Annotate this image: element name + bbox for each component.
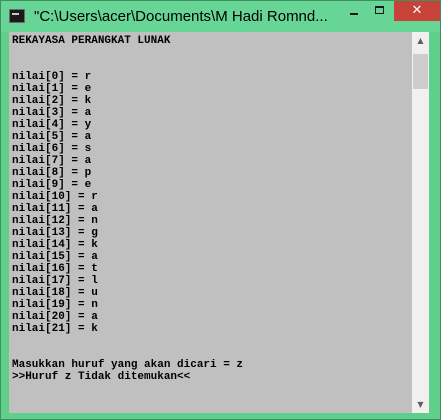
console-line: nilai[19] = n [12, 299, 98, 311]
console-line: nilai[15] = a [12, 251, 98, 263]
close-icon: ✕ [411, 3, 423, 18]
minimize-icon [350, 13, 358, 15]
window-bottom-frame [1, 413, 440, 419]
console-line: nilai[5] = a [12, 131, 92, 143]
console-line [12, 47, 243, 59]
console-line: Masukkan huruf yang akan dicari = z [12, 359, 244, 371]
vertical-scrollbar[interactable]: ▲ ▼ [412, 32, 429, 413]
window-title: "C:\Users\acer\Documents\M Hadi Romnd... [34, 8, 328, 25]
console-line: nilai[21] = k [12, 323, 98, 335]
console-line: nilai[11] = a [12, 203, 98, 215]
console-line: nilai[13] = g [12, 227, 98, 239]
console-line: nilai[20] = a [12, 311, 98, 323]
console-line: nilai[4] = y [12, 119, 92, 131]
scrollbar-thumb[interactable] [413, 54, 428, 89]
console-line: nilai[16] = t [12, 263, 98, 275]
console-line: nilai[3] = a [12, 107, 92, 119]
console-line: nilai[8] = p [12, 167, 92, 179]
maximize-button[interactable] [367, 1, 394, 21]
console-line: nilai[18] = u [12, 287, 98, 299]
console-line: nilai[14] = k [12, 239, 98, 251]
console-line [12, 335, 243, 347]
console-line: nilai[1] = e [12, 83, 92, 95]
console-line [12, 59, 243, 71]
console-line: nilai[17] = l [12, 275, 98, 287]
console-line: nilai[10] = r [12, 191, 98, 203]
console-line: nilai[2] = k [12, 95, 92, 107]
console-line: nilai[6] = s [12, 143, 92, 155]
console-line: nilai[12] = n [12, 215, 98, 227]
close-button[interactable]: ✕ [394, 1, 440, 21]
console-app-icon[interactable] [9, 9, 25, 23]
console-line: nilai[7] = a [12, 155, 92, 167]
maximize-icon [375, 6, 384, 14]
title-bar[interactable]: "C:\Users\acer\Documents\M Hadi Romnd...… [1, 1, 440, 32]
console-line: REKAYASA PERANGKAT LUNAK [12, 35, 171, 47]
scroll-up-arrow-icon[interactable]: ▲ [417, 36, 424, 45]
console-line: nilai[0] = r [12, 71, 92, 83]
console-line: nilai[9] = e [12, 179, 92, 191]
console-line [12, 347, 243, 359]
scroll-down-arrow-icon[interactable]: ▼ [417, 400, 424, 409]
minimize-button[interactable] [341, 1, 367, 21]
console-line: >>Huruf z Tidak ditemukan<< [12, 371, 191, 383]
window-right-frame [429, 32, 440, 413]
console-cursor-glyph [12, 13, 19, 15]
